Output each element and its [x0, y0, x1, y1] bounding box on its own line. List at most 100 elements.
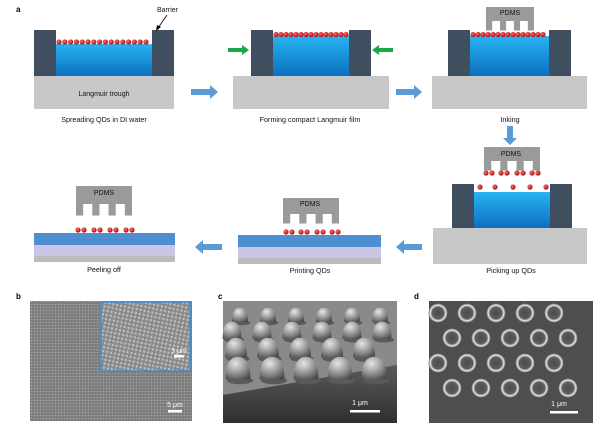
quantum-dot: [289, 229, 295, 235]
barrier-right: [549, 30, 571, 76]
pdms-stamp: [486, 7, 534, 31]
quantum-dot: [102, 39, 108, 45]
quantum-dot: [489, 170, 495, 176]
dome: [342, 321, 362, 339]
barrier-right: [349, 30, 371, 76]
pdms-post: [108, 203, 116, 216]
ring: [515, 303, 535, 323]
pdms-stamp: [283, 198, 339, 224]
quantum-dot: [288, 31, 294, 38]
quantum-dot: [283, 229, 289, 235]
quantum-dot: [56, 39, 62, 45]
dome: [257, 337, 279, 358]
dome: [282, 321, 302, 339]
quantum-dot: [303, 31, 309, 38]
ring: [457, 353, 477, 373]
ring: [515, 353, 535, 373]
barrier-right: [550, 184, 572, 228]
quantum-dot: [540, 31, 546, 38]
quantum-dot: [477, 184, 483, 190]
quantum-dot: [498, 170, 504, 176]
step-3-inking: PDMS Inking: [432, 7, 587, 124]
quantum-dot: [75, 227, 81, 233]
langmuir-trough: [34, 76, 174, 109]
quantum-dot: [490, 31, 496, 38]
qd-layer: [477, 170, 549, 190]
quantum-dot: [514, 170, 520, 176]
dome: [259, 356, 285, 380]
dome: [372, 307, 388, 322]
quantum-dot: [79, 39, 85, 45]
quantum-dot: [97, 227, 103, 233]
barrier-right: [152, 30, 174, 76]
substrate-blue-layer: [238, 235, 381, 247]
quantum-dot: [129, 227, 135, 233]
qd-layer: [56, 39, 149, 45]
quantum-dot: [298, 229, 304, 235]
pdms-post: [486, 20, 493, 31]
quantum-dot: [123, 227, 129, 233]
barrier-pointer-line: [157, 14, 168, 29]
quantum-dot: [68, 39, 74, 45]
panel-a-letter: a: [16, 5, 21, 14]
sem-b-inset-scalebar: [174, 355, 184, 358]
substrate-blue-layer: [34, 233, 175, 245]
step-1-caption: Spreading QDs in DI water: [61, 115, 147, 124]
langmuir-trough: [432, 76, 587, 109]
ring: [558, 378, 578, 398]
step-5-printing: PDMS Printing QDs: [238, 198, 381, 275]
quantum-dot: [113, 227, 119, 233]
ring: [442, 378, 462, 398]
step-6-peeling-off: PDMS Peeling off: [34, 186, 175, 274]
ring: [500, 378, 520, 398]
pdms-body: [76, 186, 132, 204]
quantum-dot: [114, 39, 120, 45]
dome: [288, 307, 304, 322]
qd-layer: [470, 31, 546, 38]
langmuir-trough: [433, 228, 587, 264]
step-4-picking-up: PDMS Picking up QDs: [433, 147, 587, 275]
dome: [344, 307, 360, 322]
pdms-label: PDMS: [94, 190, 115, 197]
pdms-post: [499, 20, 507, 31]
qd-layer: [273, 31, 349, 38]
barrier-left: [452, 184, 474, 228]
dome: [232, 307, 248, 322]
step-2-caption: Forming compact Langmuir film: [260, 115, 361, 124]
barrier-left: [251, 30, 273, 76]
panel-c-letter: c: [218, 292, 223, 301]
dome: [316, 307, 332, 322]
quantum-dot: [293, 31, 299, 38]
ring: [428, 353, 448, 373]
pdms-label: PDMS: [500, 10, 521, 17]
dome: [222, 321, 242, 339]
flow-arrow-3-4: [503, 126, 517, 145]
quantum-dot: [510, 31, 516, 38]
quantum-dot: [520, 170, 526, 176]
qd-layer: [283, 229, 341, 235]
langmuir-trough: [233, 76, 389, 109]
pdms-label: PDMS: [300, 201, 321, 208]
substrate-lavender-layer: [238, 247, 381, 258]
quantum-dot: [313, 31, 319, 38]
pdms-post: [124, 203, 132, 216]
step-4-caption: Picking up QDs: [486, 266, 536, 275]
panel-d-letter: d: [414, 292, 419, 301]
sem-b-inset: [100, 301, 191, 372]
quantum-dot: [480, 31, 486, 38]
water: [474, 192, 550, 228]
quantum-dot: [329, 229, 335, 235]
sem-d-scale-label: 1 μm: [551, 401, 567, 408]
quantum-dot: [273, 31, 279, 38]
quantum-dot: [73, 39, 79, 45]
quantum-dot: [91, 227, 97, 233]
quantum-dot: [543, 184, 549, 190]
quantum-dot: [81, 227, 87, 233]
panel-b-letter: b: [16, 292, 21, 301]
quantum-dot: [529, 170, 535, 176]
quantum-dot: [85, 39, 91, 45]
compress-arrow-left: [228, 45, 249, 55]
sem-b-inset-scale-label: 3 μm: [171, 348, 187, 355]
dome: [289, 337, 311, 358]
flow-arrow-1-2: [191, 85, 218, 99]
